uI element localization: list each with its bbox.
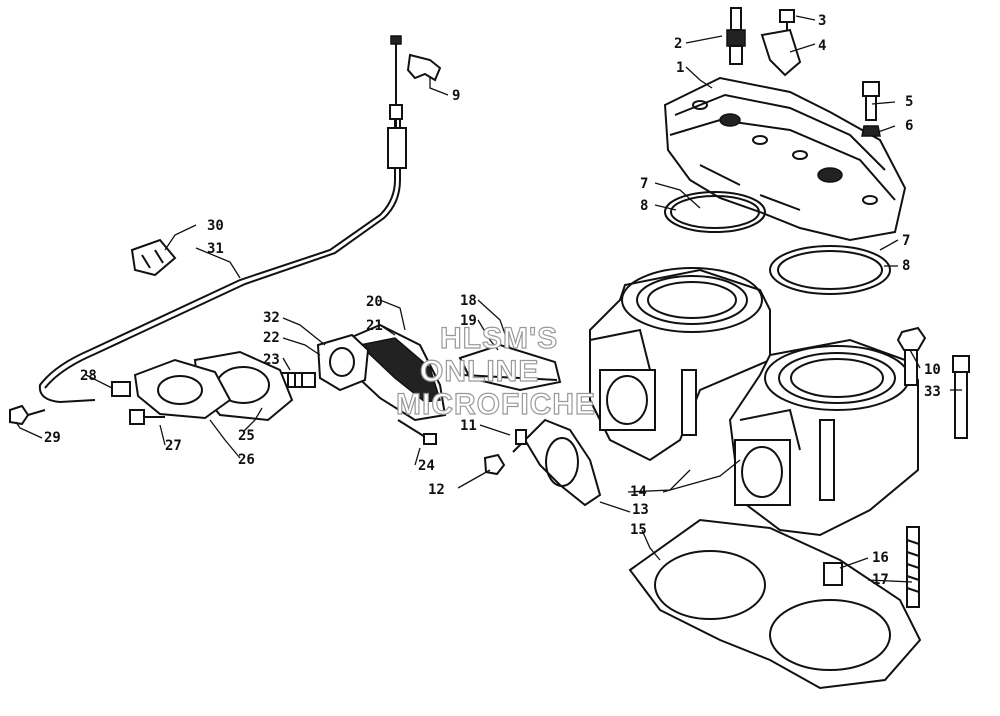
head-bolt-bracket xyxy=(760,9,802,77)
callout-19: 19 xyxy=(460,313,477,329)
callout-15: 15 xyxy=(630,522,647,538)
bolt-33 xyxy=(952,355,970,439)
reed-valve xyxy=(343,323,447,422)
callout-28: 28 xyxy=(80,368,97,384)
nut-10 xyxy=(896,326,927,351)
clip-28 xyxy=(111,381,131,397)
head-bolt-washer xyxy=(861,81,881,137)
cylinder-left xyxy=(589,267,771,462)
manifold-26 xyxy=(133,358,232,420)
watermark-line-3: MICROFICHE xyxy=(396,388,596,421)
leader-lines xyxy=(15,15,962,583)
callout-23: 23 xyxy=(263,352,280,368)
callout-14: 14 xyxy=(630,484,647,500)
watermark-line-1: HLSM'S xyxy=(440,322,558,355)
callout-20: 20 xyxy=(366,294,383,310)
callout-7a: 7 xyxy=(640,176,648,192)
watermark: HLSM'S ONLINE MICROFICHE xyxy=(395,321,596,421)
screw-24 xyxy=(397,419,437,445)
dowel-16 xyxy=(823,562,843,586)
callout-5: 5 xyxy=(905,94,913,110)
callout-2: 2 xyxy=(674,36,682,52)
throttle-cable xyxy=(38,35,407,404)
part-18-19 xyxy=(458,343,562,392)
callout-27: 27 xyxy=(165,438,182,454)
callout-10: 10 xyxy=(924,362,941,378)
cylinder-studs xyxy=(681,344,918,501)
callout-3: 3 xyxy=(818,13,826,29)
nut-12 xyxy=(483,453,506,476)
callout-8a: 8 xyxy=(640,198,648,214)
callout-1: 1 xyxy=(676,60,684,76)
callout-8b: 8 xyxy=(902,258,910,274)
callout-24: 24 xyxy=(418,458,435,474)
callout-30: 30 xyxy=(207,218,224,234)
callout-12: 12 xyxy=(428,482,445,498)
callout-13: 13 xyxy=(632,502,649,518)
callout-labels: 1 2 3 4 5 6 7 8 7 8 9 10 11 12 13 14 15 … xyxy=(44,13,941,588)
bracket-9 xyxy=(406,53,442,82)
callout-22: 22 xyxy=(263,330,280,346)
cable-clip-30 xyxy=(130,238,177,277)
head-o-ring-lower xyxy=(769,245,891,295)
callout-18: 18 xyxy=(460,293,477,309)
base-gasket xyxy=(628,518,922,690)
callout-32: 32 xyxy=(263,310,280,326)
callout-6: 6 xyxy=(905,118,913,134)
exhaust-gasket xyxy=(523,418,602,507)
nut-29 xyxy=(9,404,46,426)
bolt-27 xyxy=(129,409,165,425)
callout-31: 31 xyxy=(207,241,224,257)
head-o-ring-upper xyxy=(664,191,766,233)
callout-7b: 7 xyxy=(902,233,910,249)
spark-plug xyxy=(726,7,746,65)
callout-21: 21 xyxy=(366,318,383,334)
bolt-11 xyxy=(512,429,527,453)
callout-16: 16 xyxy=(872,550,889,566)
watermark-line-2: ONLINE xyxy=(420,355,539,388)
callout-4: 4 xyxy=(818,38,826,54)
adapter-22-32 xyxy=(316,333,370,392)
callout-33: 33 xyxy=(924,384,941,400)
callout-9: 9 xyxy=(452,88,460,104)
stud-17 xyxy=(906,526,920,608)
cylinder-head xyxy=(663,76,907,242)
callout-29: 29 xyxy=(44,430,61,446)
callout-25: 25 xyxy=(238,428,255,444)
callout-17: 17 xyxy=(872,572,889,588)
callout-26: 26 xyxy=(238,452,255,468)
callout-11: 11 xyxy=(460,418,477,434)
